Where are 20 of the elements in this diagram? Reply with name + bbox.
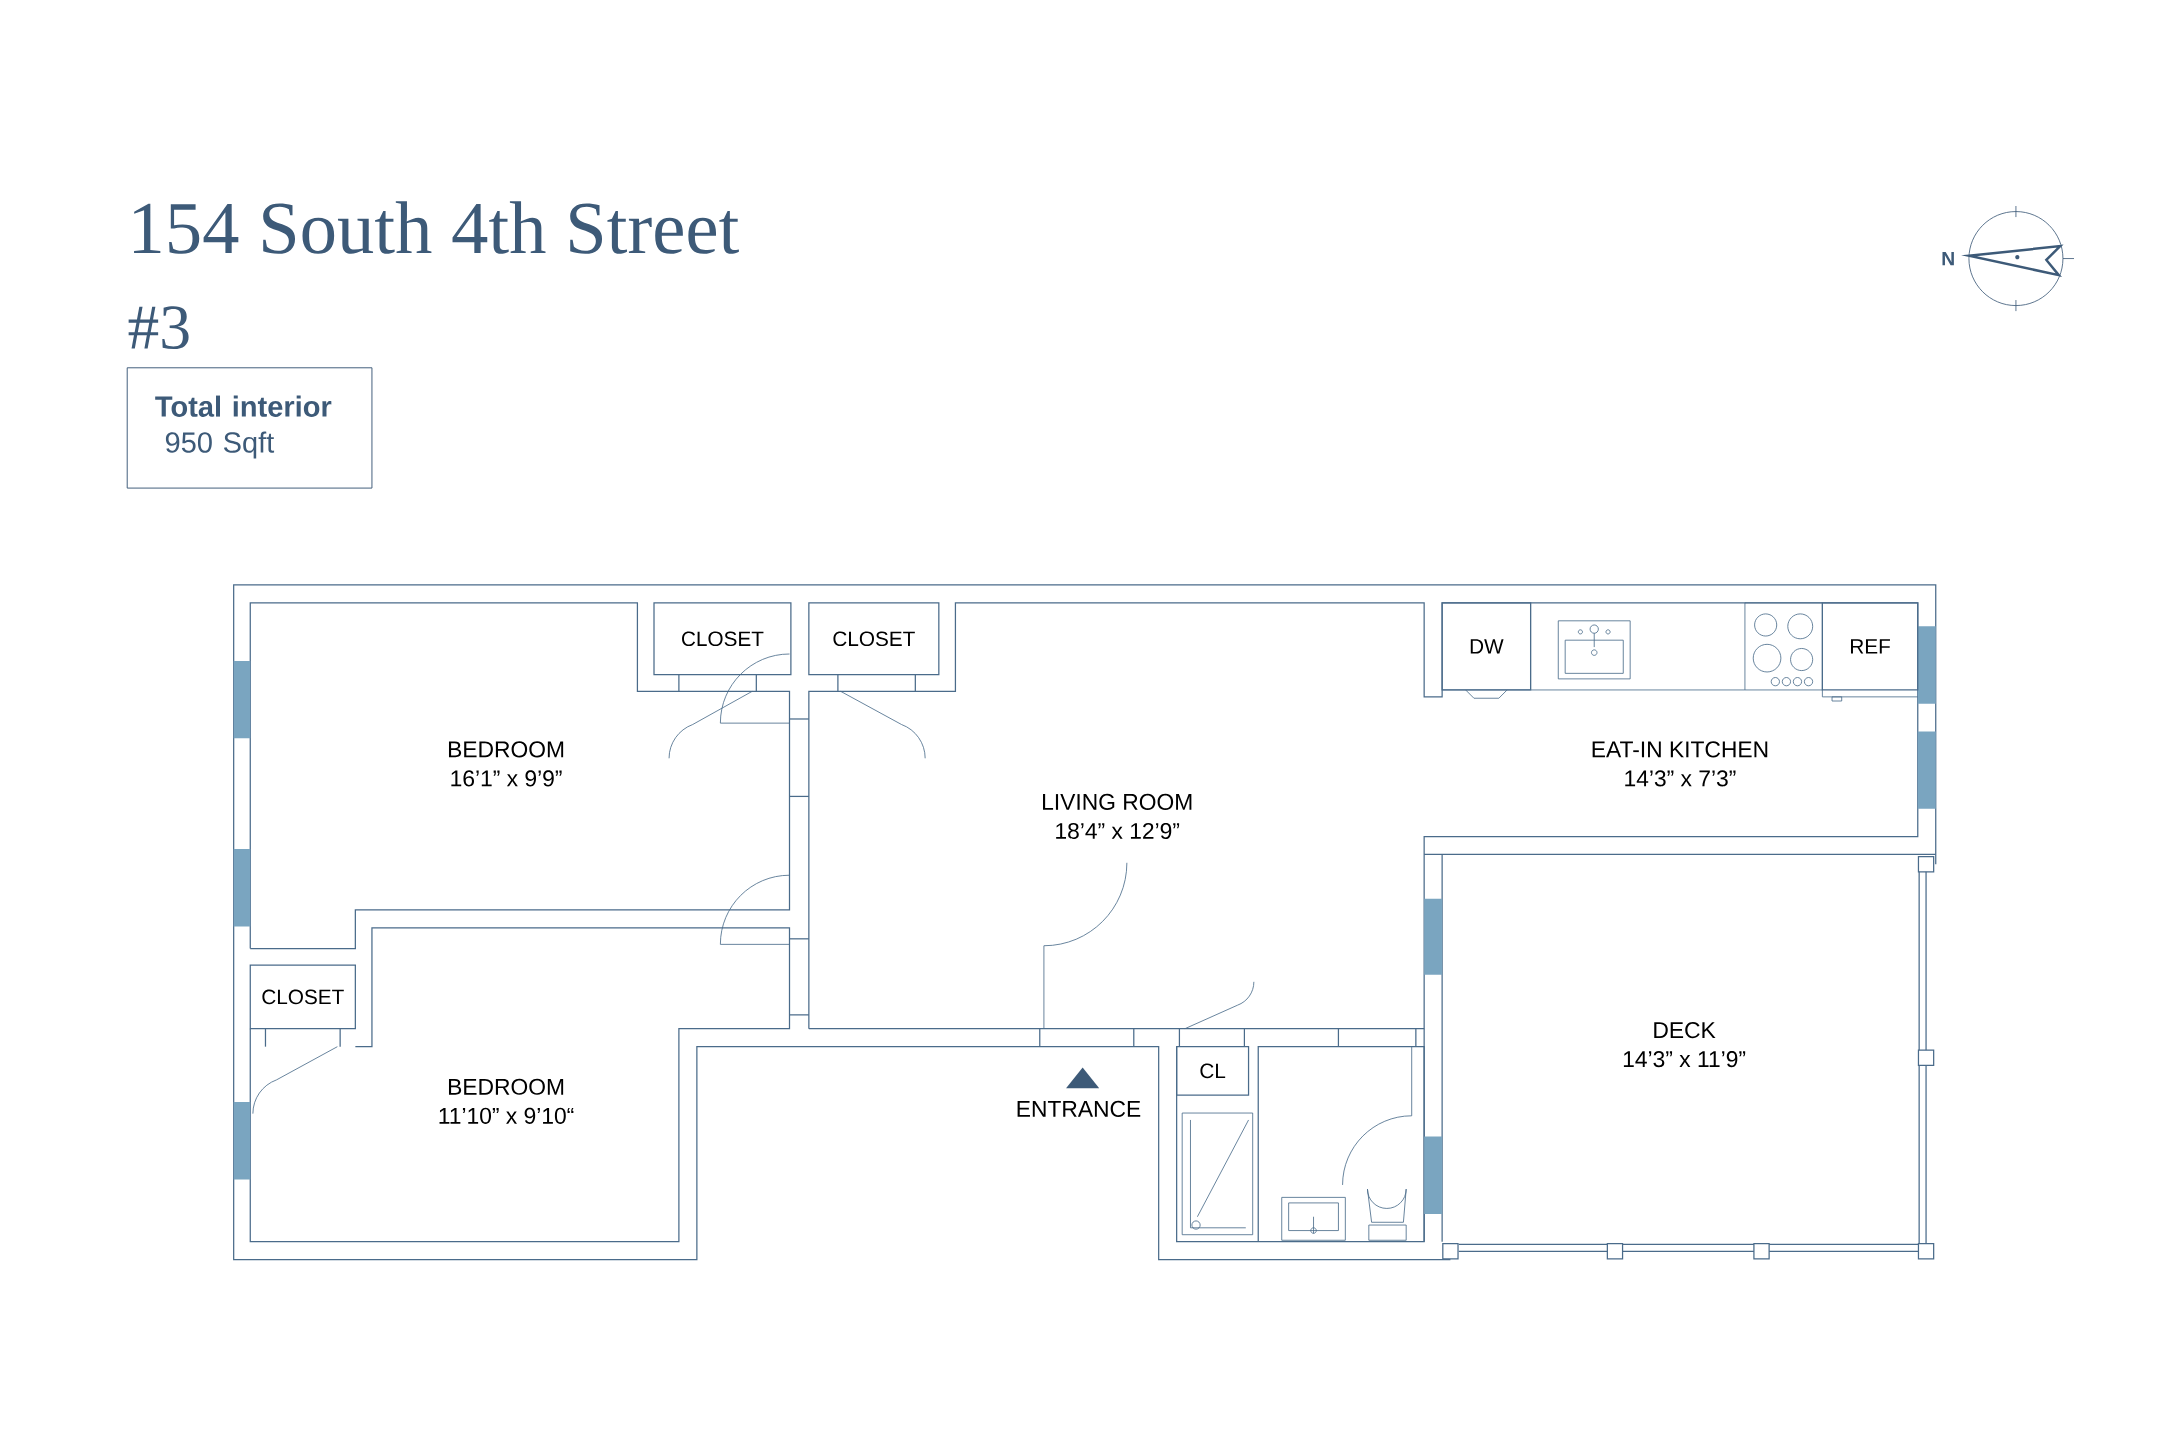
compass-letter: N [1942,251,1954,266]
entrance-label: ENTRANCE [1017,1100,1141,1117]
closet-box: CLOSET [249,964,356,1030]
closet-box: CLOSET [653,602,792,676]
room-dimensions: 14’3” x 11’9” [1623,1050,1746,1068]
info-box: Total interior 950 Sqft [126,367,373,489]
room-dimensions: 11’10” x 9’10“ [439,1107,574,1124]
closet-box: CL [1176,1045,1250,1096]
room-name: BEDROOM [449,741,564,758]
room-name: LIVING ROOM [1043,793,1192,810]
room-name: DECK [1654,1021,1716,1039]
room-dimensions: 14’3” x 7’3” [1625,770,1736,787]
fridge-box: REF [1821,602,1919,691]
dishwasher-box: DW [1441,602,1532,691]
room-name: EAT-IN KITCHEN [1592,741,1768,758]
closet-box: CLOSET [808,602,940,676]
room-dimensions: 16’1” x 9’9” [451,770,562,787]
room-dimensions: 18’4” x 12’9” [1056,822,1180,839]
room-name: BEDROOM [449,1078,564,1095]
title: 154 South 4th Street [134,201,739,254]
